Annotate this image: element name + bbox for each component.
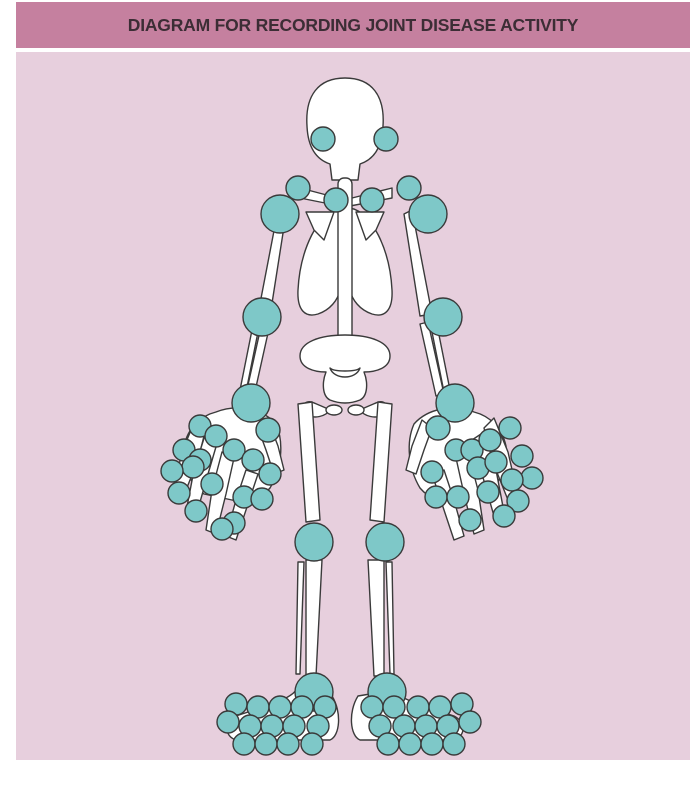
joint-right-hand[interactable]	[421, 461, 443, 483]
pelvis	[300, 335, 390, 403]
joint-right-foot[interactable]	[443, 733, 465, 755]
joint-right-hand[interactable]	[501, 469, 523, 491]
right-fibula	[386, 562, 394, 674]
joint-left-hand[interactable]	[211, 518, 233, 540]
left-femur	[298, 402, 320, 522]
joint-left-foot[interactable]	[233, 733, 255, 755]
joint-right-foot[interactable]	[459, 711, 481, 733]
joint-elbow-left[interactable]	[243, 298, 281, 336]
obturator-left	[326, 405, 342, 415]
joint-left-hand[interactable]	[259, 463, 281, 485]
joint-right-hand[interactable]	[425, 486, 447, 508]
joint-shoulder-left[interactable]	[261, 195, 299, 233]
joint-acromioclavicular-right[interactable]	[397, 176, 421, 200]
joint-knee-left[interactable]	[295, 523, 333, 561]
joint-right-hand[interactable]	[521, 467, 543, 489]
right-tibia	[368, 560, 384, 676]
joint-right-foot[interactable]	[399, 733, 421, 755]
joint-left-hand[interactable]	[161, 460, 183, 482]
joint-jaw-right[interactable]	[374, 127, 398, 151]
joint-right-hand[interactable]	[479, 429, 501, 451]
joint-left-hand[interactable]	[251, 488, 273, 510]
joint-left-foot[interactable]	[301, 733, 323, 755]
joint-right-hand[interactable]	[511, 445, 533, 467]
joint-right-hand[interactable]	[459, 509, 481, 531]
joint-right-hand[interactable]	[426, 416, 450, 440]
joint-left-hand[interactable]	[168, 482, 190, 504]
joint-sternoclavicular-right[interactable]	[360, 188, 384, 212]
joint-shoulder-right[interactable]	[409, 195, 447, 233]
right-femur	[370, 402, 392, 522]
joint-right-hand[interactable]	[485, 451, 507, 473]
joint-left-hand[interactable]	[205, 425, 227, 447]
joint-elbow-right[interactable]	[424, 298, 462, 336]
joint-left-hand[interactable]	[185, 500, 207, 522]
joint-left-foot[interactable]	[255, 733, 277, 755]
left-fibula	[296, 562, 304, 674]
joint-right-foot[interactable]	[377, 733, 399, 755]
joint-left-hand[interactable]	[201, 473, 223, 495]
obturator-right	[348, 405, 364, 415]
joint-left-hand[interactable]	[256, 418, 280, 442]
joint-right-hand[interactable]	[447, 486, 469, 508]
joint-sternoclavicular-left[interactable]	[324, 188, 348, 212]
joint-wrist-left[interactable]	[232, 384, 270, 422]
joint-right-hand[interactable]	[499, 417, 521, 439]
joint-left-foot[interactable]	[217, 711, 239, 733]
joint-right-hand[interactable]	[477, 481, 499, 503]
joint-right-foot[interactable]	[421, 733, 443, 755]
joint-right-hand[interactable]	[493, 505, 515, 527]
joint-jaw-left[interactable]	[311, 127, 335, 151]
joint-acromioclavicular-left[interactable]	[286, 176, 310, 200]
joint-left-hand[interactable]	[182, 456, 204, 478]
joint-knee-right[interactable]	[366, 523, 404, 561]
left-tibia	[306, 560, 322, 676]
joint-left-foot[interactable]	[277, 733, 299, 755]
